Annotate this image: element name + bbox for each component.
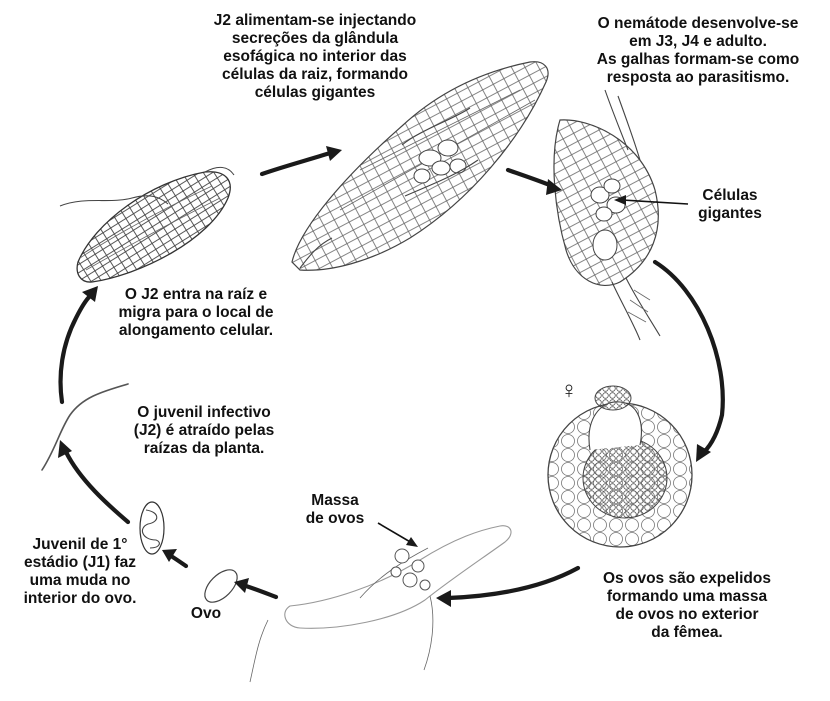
egg-mass-label: Massa de ovos bbox=[300, 492, 370, 528]
gall-drawing bbox=[554, 90, 660, 340]
arrow-to-j1 bbox=[171, 556, 186, 566]
egg-mass-drawing bbox=[250, 526, 511, 682]
arrow-to-gall bbox=[508, 170, 552, 186]
arrow-to-root-entry bbox=[61, 296, 90, 402]
arrowhead-to-feeding bbox=[326, 146, 342, 161]
egg-label: Ovo bbox=[186, 605, 226, 623]
egg-drawing bbox=[199, 564, 243, 608]
giant-cells-label: Células gigantes bbox=[690, 187, 770, 223]
infective-juvenile-label: O juvenil infectivo (J2) é atraído pelas… bbox=[114, 404, 294, 458]
arrowhead-to-egg-mass bbox=[436, 590, 451, 607]
develops-label: O nemátode desenvolve-se em J3, J4 e adu… bbox=[578, 15, 818, 87]
arrow-to-egg bbox=[246, 586, 276, 597]
arrow-to-j2 bbox=[66, 452, 128, 522]
root-entry-drawing bbox=[60, 167, 234, 282]
arrow-to-egg-mass bbox=[448, 568, 578, 598]
feeding-label: J2 alimentam-se injectando secreções da … bbox=[190, 12, 440, 102]
root-entry-label: O J2 entra na raíz e migra para o local … bbox=[96, 286, 296, 340]
female-symbol: ♀ bbox=[560, 378, 578, 404]
first-stage-label: Juvenil de 1° estádio (J1) faz uma muda … bbox=[10, 536, 150, 608]
eggs-expelled-label: Os ovos são expelidos formando uma massa… bbox=[582, 570, 792, 642]
female-cross-section-drawing bbox=[548, 386, 692, 547]
arrow-to-feeding bbox=[262, 153, 330, 174]
egg-mass-pointer-head bbox=[406, 537, 418, 547]
egg-mass-pointer bbox=[378, 523, 412, 543]
